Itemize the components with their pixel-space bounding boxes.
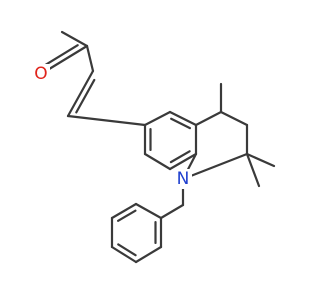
bond-ring-a5-a6	[143, 152, 172, 171]
bond-ring-a4-a5	[168, 152, 198, 171]
bond-alkene-aryl	[66, 114, 147, 127]
bond-alkene-double	[66, 69, 95, 118]
bond-c2-nitrogen	[181, 152, 249, 181]
nitrogen-atom-label: N	[177, 169, 190, 189]
bond-carbonyl-alkene	[85, 44, 95, 73]
bond-benzene-3-4	[110, 245, 138, 264]
bond-benzene-6-1	[134, 202, 163, 220]
bond-alkene-double-inner	[75, 78, 96, 114]
bond-c4-c3	[219, 110, 249, 127]
bond-benzene-5-6	[110, 202, 138, 220]
bond-ring-a2-a3	[168, 110, 198, 127]
bond-ring-a2-a3-inner	[170, 117, 192, 130]
bond-ring-a4-a5-inner	[169, 150, 191, 164]
bond-methyl-carbonyl	[60, 30, 89, 48]
bond-benzene-2-3	[134, 245, 163, 264]
bond-benzene-5-6-inner	[117, 209, 137, 222]
nitrogen-label-mask	[174, 169, 192, 189]
bond-carbonyl-double-inner	[43, 44, 79, 67]
bond-c2-methyl-a	[245, 152, 276, 168]
molecule-structure: O N	[32, 30, 276, 264]
bond-benzene-3-4-inner	[117, 243, 137, 257]
bond-ring-c4	[194, 110, 223, 127]
bond-c2-methyl-b	[245, 152, 261, 188]
bond-layer	[39, 30, 276, 264]
bond-benzyl-ring	[159, 203, 185, 220]
atom-label-layer: O N	[32, 64, 192, 189]
oxygen-label-mask	[32, 64, 50, 84]
oxygen-atom-label: O	[34, 64, 47, 84]
bond-ring-a1-a2	[143, 110, 172, 127]
